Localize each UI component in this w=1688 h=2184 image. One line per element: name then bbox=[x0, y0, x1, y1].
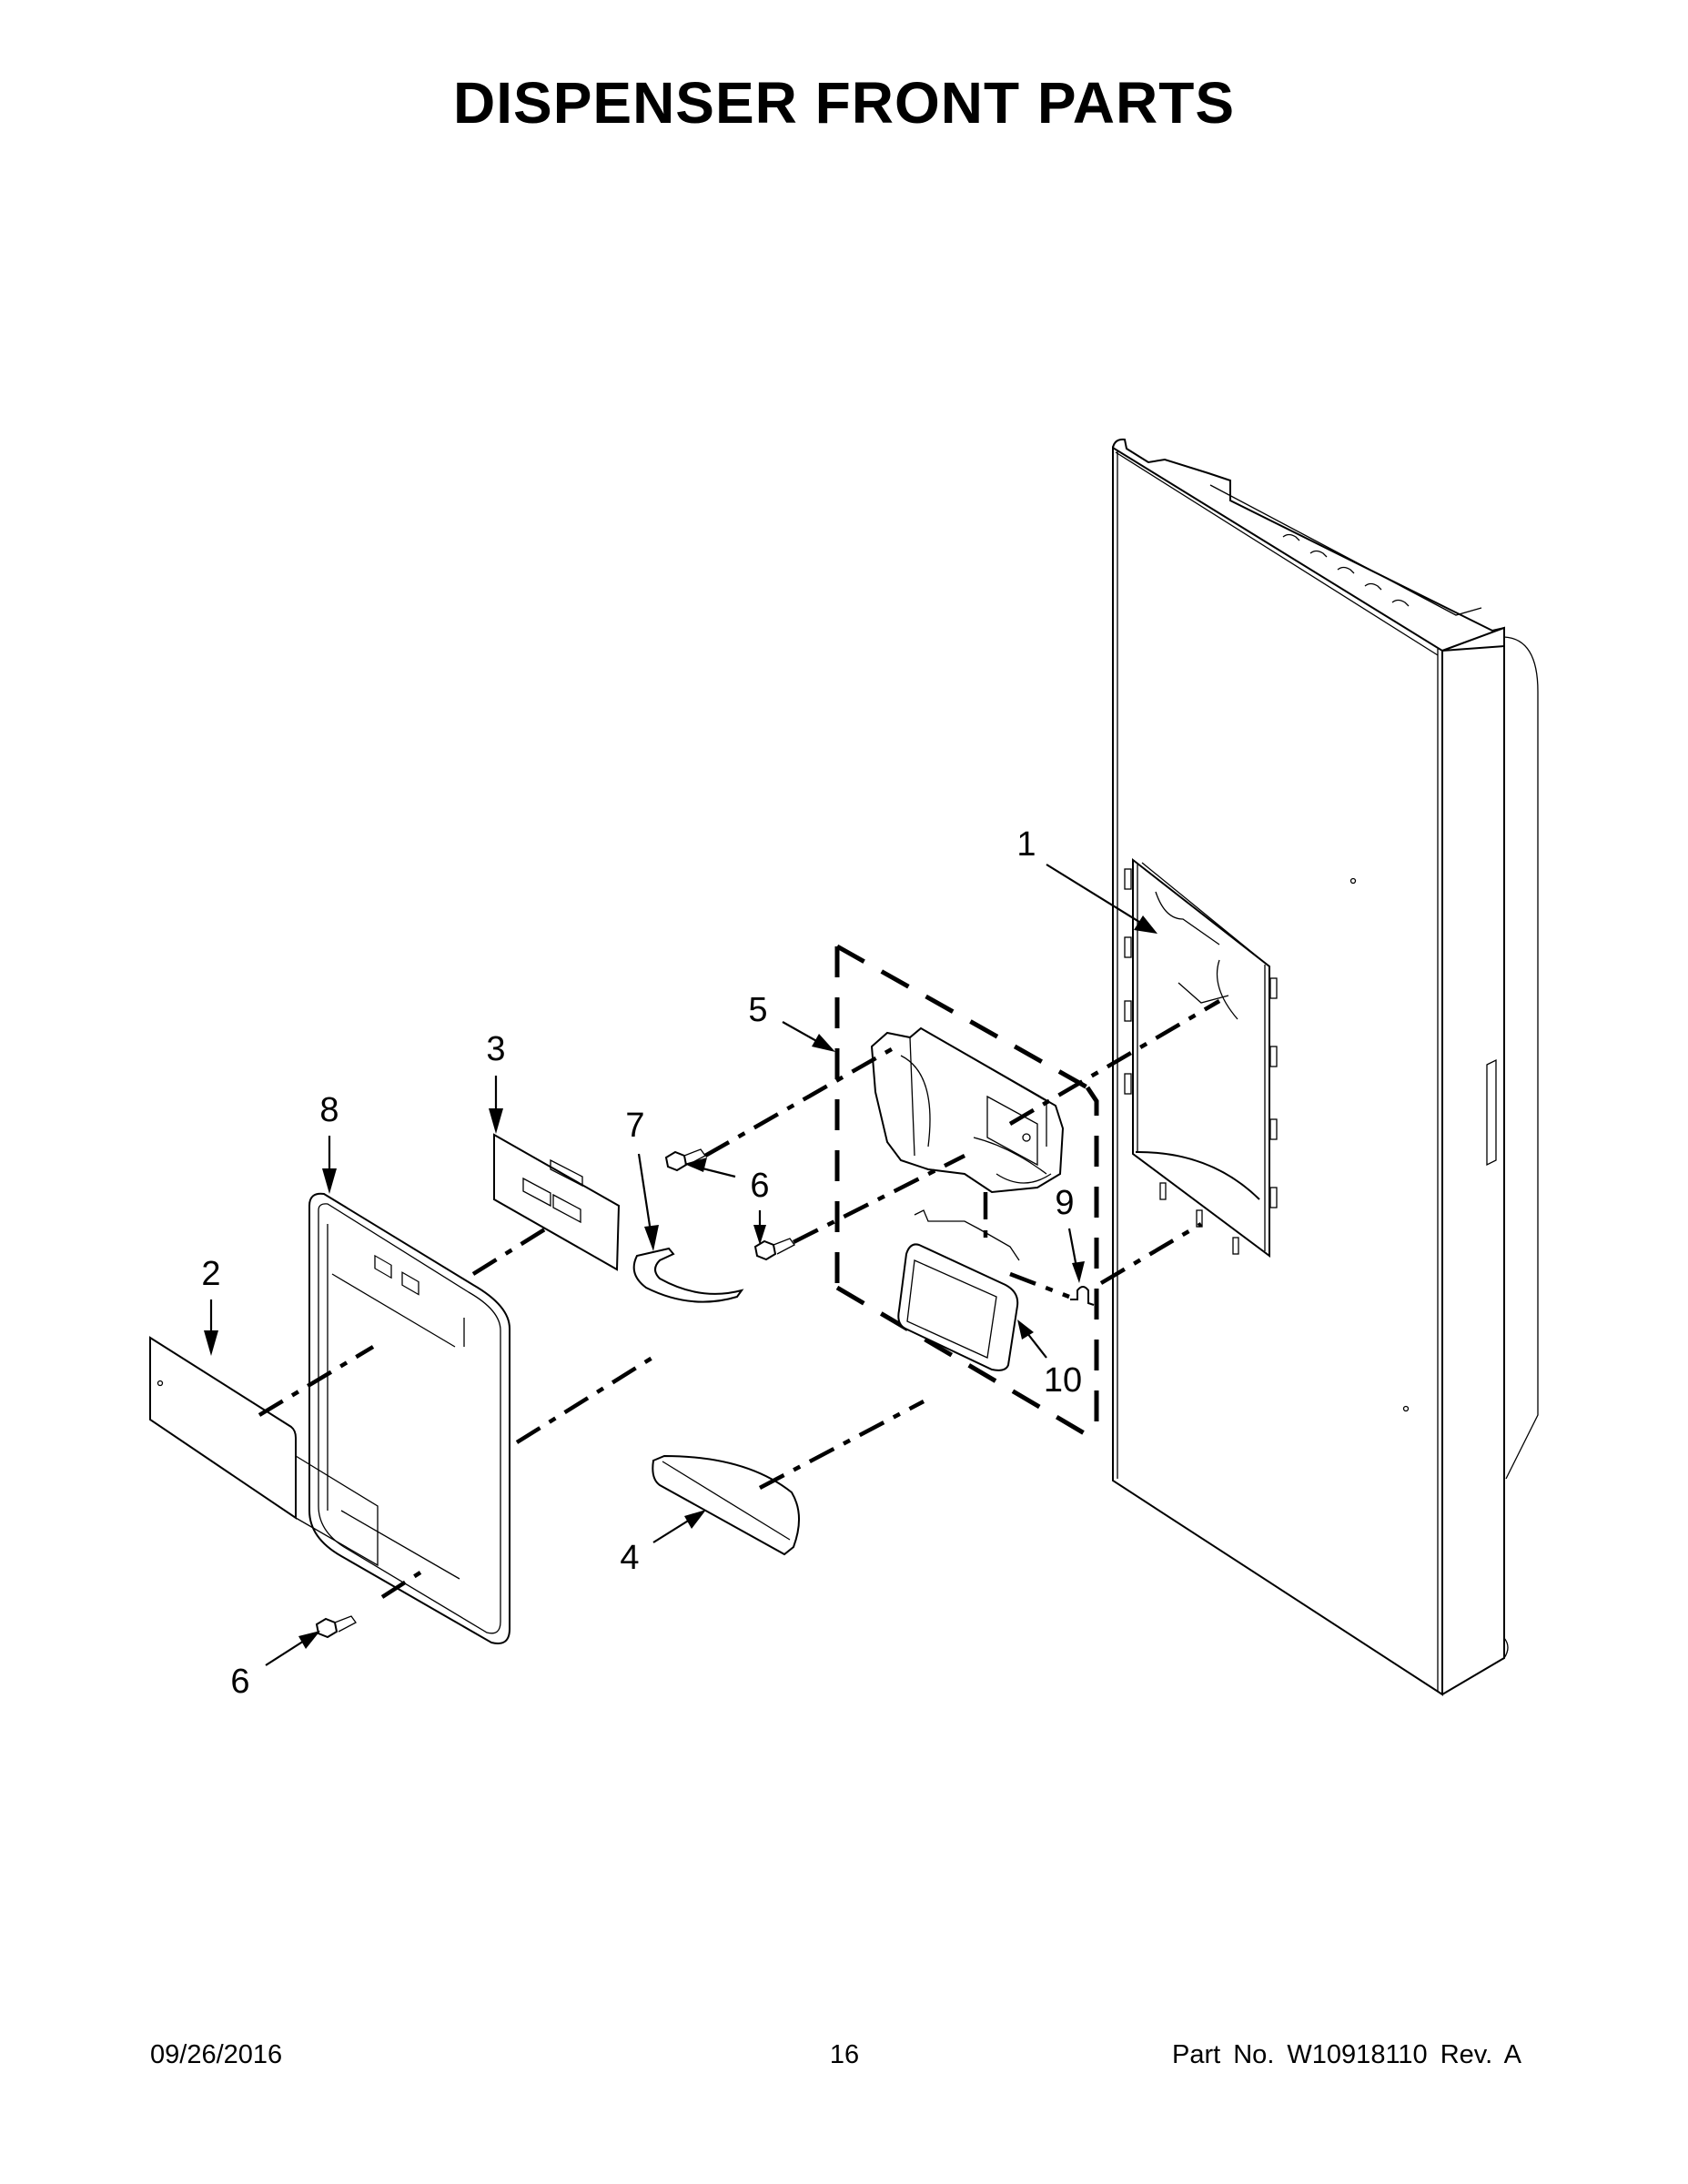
footer-page-number: 16 bbox=[829, 2040, 860, 2069]
screw-middle-drawing bbox=[753, 1238, 795, 1261]
door-panel-drawing bbox=[1112, 438, 1539, 1696]
screw-upper-drawing bbox=[664, 1148, 706, 1172]
footer-part-number: Part No. W10918110 Rev. A bbox=[1172, 2040, 1522, 2069]
callout-8: 8 bbox=[319, 1091, 339, 1129]
drip-tray-drawing bbox=[652, 1454, 801, 1556]
assembly-lines bbox=[258, 999, 1221, 1599]
light-lens-drawing bbox=[632, 1247, 744, 1303]
callout-2: 2 bbox=[201, 1255, 221, 1293]
callout-6-upper: 6 bbox=[750, 1167, 770, 1205]
dispenser-paddle-drawing bbox=[897, 1209, 1020, 1371]
dispenser-housing-drawing bbox=[308, 1192, 510, 1644]
callout-5: 5 bbox=[748, 991, 768, 1029]
callout-7: 7 bbox=[625, 1107, 645, 1145]
screw-lower-drawing bbox=[315, 1615, 357, 1639]
callout-1: 1 bbox=[1016, 825, 1036, 864]
module-group-outline bbox=[834, 944, 1099, 1441]
callout-3: 3 bbox=[486, 1030, 506, 1068]
control-board-drawing bbox=[493, 1133, 621, 1271]
actuator-assembly-drawing bbox=[870, 1026, 1065, 1194]
leader-arrows bbox=[204, 864, 1157, 1666]
callout-4: 4 bbox=[620, 1539, 640, 1577]
callout-6-lower: 6 bbox=[230, 1663, 250, 1701]
footer-date: 09/26/2016 bbox=[150, 2040, 283, 2069]
callout-9: 9 bbox=[1055, 1184, 1075, 1222]
label-plate-drawing bbox=[149, 1336, 379, 1567]
spring-clip-drawing bbox=[1070, 1286, 1095, 1306]
page-title: DISPENSER FRONT PARTS bbox=[453, 70, 1235, 136]
callout-10: 10 bbox=[1043, 1361, 1083, 1400]
